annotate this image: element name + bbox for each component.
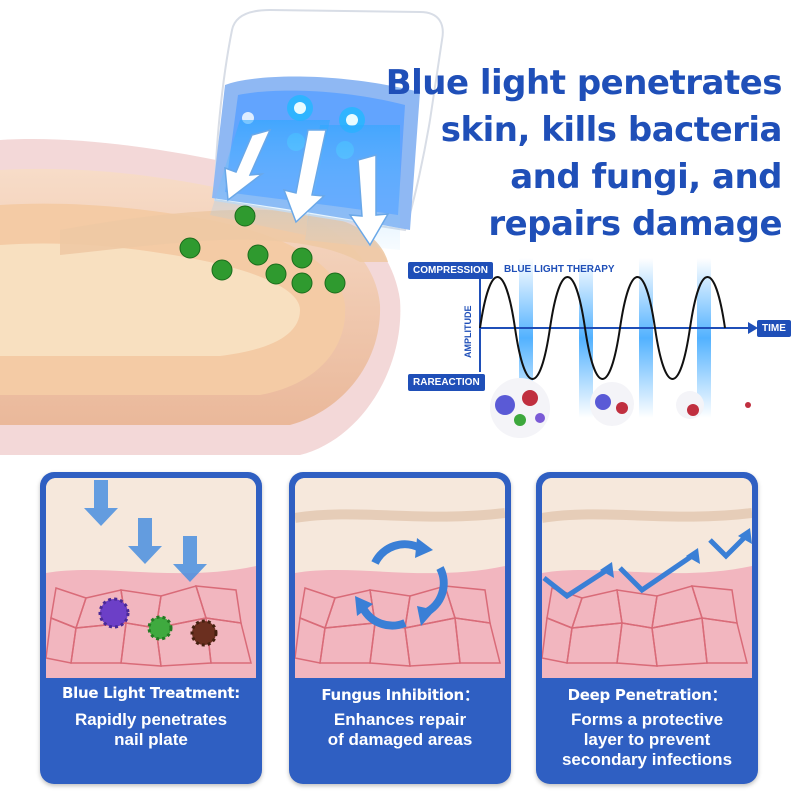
card-title: Fungus Inhibition： xyxy=(321,686,479,704)
headline-line-3: and fungi, and xyxy=(510,157,782,197)
hero-illustration xyxy=(0,8,758,456)
therapy-label: BLUE LIGHT THERAPY xyxy=(504,264,615,275)
card-title: Blue Light Treatment: xyxy=(62,684,240,702)
headline-line-4: repairs damage xyxy=(488,204,782,244)
card-line: of damaged areas xyxy=(327,730,473,749)
card-image-inhibition xyxy=(295,478,505,678)
wave-diagram xyxy=(479,258,758,418)
card-blue-light-treatment: Blue Light Treatment: Rapidly penetrates… xyxy=(40,472,262,784)
card-description: Enhances repair of damaged areas xyxy=(297,710,503,750)
card-line: nail plate xyxy=(114,730,188,749)
card-image-penetration xyxy=(542,478,752,678)
card-line: Rapidly penetrates xyxy=(74,710,228,729)
amplitude-label: AMPLITUDE xyxy=(463,305,473,359)
compression-label: COMPRESSION xyxy=(408,262,494,279)
card-description: Forms a protective layer to prevent seco… xyxy=(544,710,750,770)
card-description: Rapidly penetrates nail plate xyxy=(48,710,254,750)
card-title: Deep Penetration： xyxy=(567,686,727,704)
card-line: secondary infections xyxy=(561,750,733,769)
card-fungus-inhibition: Fungus Inhibition： Enhances repair of da… xyxy=(289,472,511,784)
beam-arrows xyxy=(224,128,390,247)
headline: Blue light penetrates skin, kills bacter… xyxy=(362,60,783,248)
headline-line-1: Blue light penetrates xyxy=(385,63,783,103)
card-line: Forms a protective xyxy=(570,710,724,729)
card-image-treatment xyxy=(46,478,256,678)
germ-illustrations xyxy=(490,378,751,438)
card-deep-penetration: Deep Penetration： Forms a protective lay… xyxy=(536,472,758,784)
bacteria-cluster xyxy=(179,205,346,294)
rareaction-label: RAREACTION xyxy=(408,374,485,391)
card-line: layer to prevent xyxy=(583,730,711,749)
card-line: Enhances repair xyxy=(333,710,467,729)
headline-line-2: skin, kills bacteria xyxy=(440,110,783,150)
time-label: TIME xyxy=(757,320,791,337)
